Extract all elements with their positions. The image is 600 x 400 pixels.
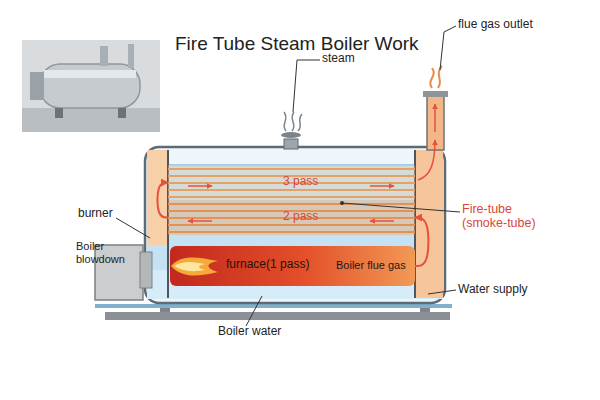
photo-highlight	[44, 70, 136, 78]
water-pipe	[95, 304, 452, 308]
burner-flame	[174, 262, 205, 271]
flow-arrow	[434, 104, 436, 132]
node-text: 2 pass	[283, 210, 318, 224]
boiler-shell	[145, 147, 445, 303]
flow-arrow	[188, 220, 212, 222]
part-label: Boiler blowdown	[76, 240, 134, 265]
gas-flow-connector	[415, 218, 428, 267]
part-label: flue gas outlet	[458, 18, 533, 32]
leader-line	[116, 218, 150, 238]
valve-wheel	[281, 132, 301, 138]
node-text: furnace(1 pass)	[226, 258, 309, 272]
tube-pass-band: 3 pass	[168, 165, 415, 200]
photo-pipe	[128, 44, 134, 68]
part-label: burner	[78, 207, 113, 221]
base-plate	[105, 312, 450, 320]
leader-line	[440, 26, 456, 70]
photo-floor	[22, 108, 160, 132]
node-text: Boiler flue gas	[336, 259, 406, 272]
part-label: Fire-tube (smoke-tube)	[462, 202, 554, 231]
leader-line	[293, 60, 320, 112]
photo-leg	[118, 108, 126, 118]
flow-arrow	[370, 220, 394, 222]
flow-arrow	[188, 185, 212, 187]
leader-line	[428, 290, 456, 294]
steam-wisp	[284, 112, 302, 131]
burner-head	[140, 252, 152, 288]
part-label: steam	[322, 52, 355, 66]
part-label: Water supply	[458, 283, 528, 297]
steam-valve	[284, 139, 298, 149]
photo-leg	[55, 108, 63, 118]
flow-arrow	[370, 185, 394, 187]
front-smoke-box	[147, 150, 168, 245]
node-text: 3 pass	[283, 175, 318, 189]
boiler-water	[147, 165, 443, 299]
flow-arrow	[418, 140, 435, 180]
diagram-title: Fire Tube Steam Boiler Work	[175, 33, 419, 55]
photo-boiler	[40, 64, 140, 108]
gas-flow-connector	[157, 183, 168, 218]
part-label: Boiler water	[218, 325, 281, 339]
photo-burner	[30, 72, 44, 100]
photo-frame	[22, 40, 160, 132]
stack-flange	[423, 91, 448, 97]
leader-dot	[340, 201, 344, 205]
photo-pipe	[100, 46, 108, 66]
leader-line	[246, 296, 262, 326]
